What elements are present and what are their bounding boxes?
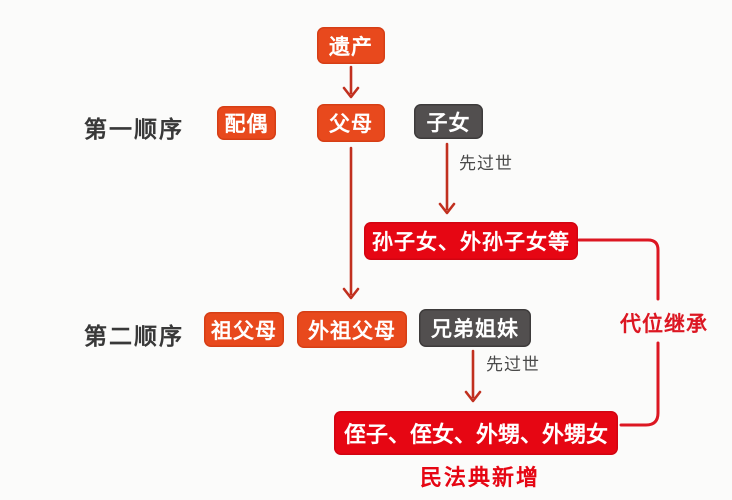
estate-box: 遗产	[317, 27, 385, 64]
siblings-label: 兄弟姐妹	[431, 318, 519, 341]
subrogation-bracket-bottom	[619, 341, 660, 427]
siblings-to-nephews-arrow	[464, 349, 482, 403]
estate-label: 遗产	[329, 35, 373, 59]
children-to-grandchildren-arrow	[438, 142, 456, 215]
spouse-label: 配偶	[224, 113, 269, 136]
paternal-grandparents-label: 祖父母	[211, 319, 277, 343]
subrogation-label: 代位继承	[620, 313, 708, 336]
siblings-box: 兄弟姐妹	[419, 309, 531, 347]
grandchildren-label: 孙子女、外孙子女等	[372, 231, 570, 254]
civil-code-note: 民法典新增	[420, 465, 541, 490]
tier2-label: 第二顺序	[84, 323, 184, 349]
estate-to-parents-arrow	[342, 65, 360, 99]
nephews-nieces-box: 侄子、侄女、外甥、外甥女	[334, 411, 618, 455]
subrogation-bracket-top	[577, 238, 660, 301]
tier1-label: 第一顺序	[84, 116, 184, 142]
predecease-note-2: 先过世	[486, 355, 540, 374]
maternal-grandparents-label: 外祖父母	[308, 319, 396, 343]
maternal-grandparents-box: 外祖父母	[297, 311, 407, 348]
children-box: 子女	[414, 104, 483, 139]
nephews-nieces-label: 侄子、侄女、外甥、外甥女	[343, 422, 608, 447]
paternal-grandparents-box: 祖父母	[204, 312, 284, 347]
parents-to-grandparents-arrow	[342, 146, 360, 300]
grandchildren-box: 孙子女、外孙子女等	[364, 222, 578, 260]
parents-label: 父母	[329, 113, 373, 136]
children-label: 子女	[426, 111, 471, 135]
predecease-note-1: 先过世	[459, 154, 513, 173]
parents-box: 父母	[317, 104, 385, 142]
spouse-box: 配偶	[217, 106, 276, 140]
